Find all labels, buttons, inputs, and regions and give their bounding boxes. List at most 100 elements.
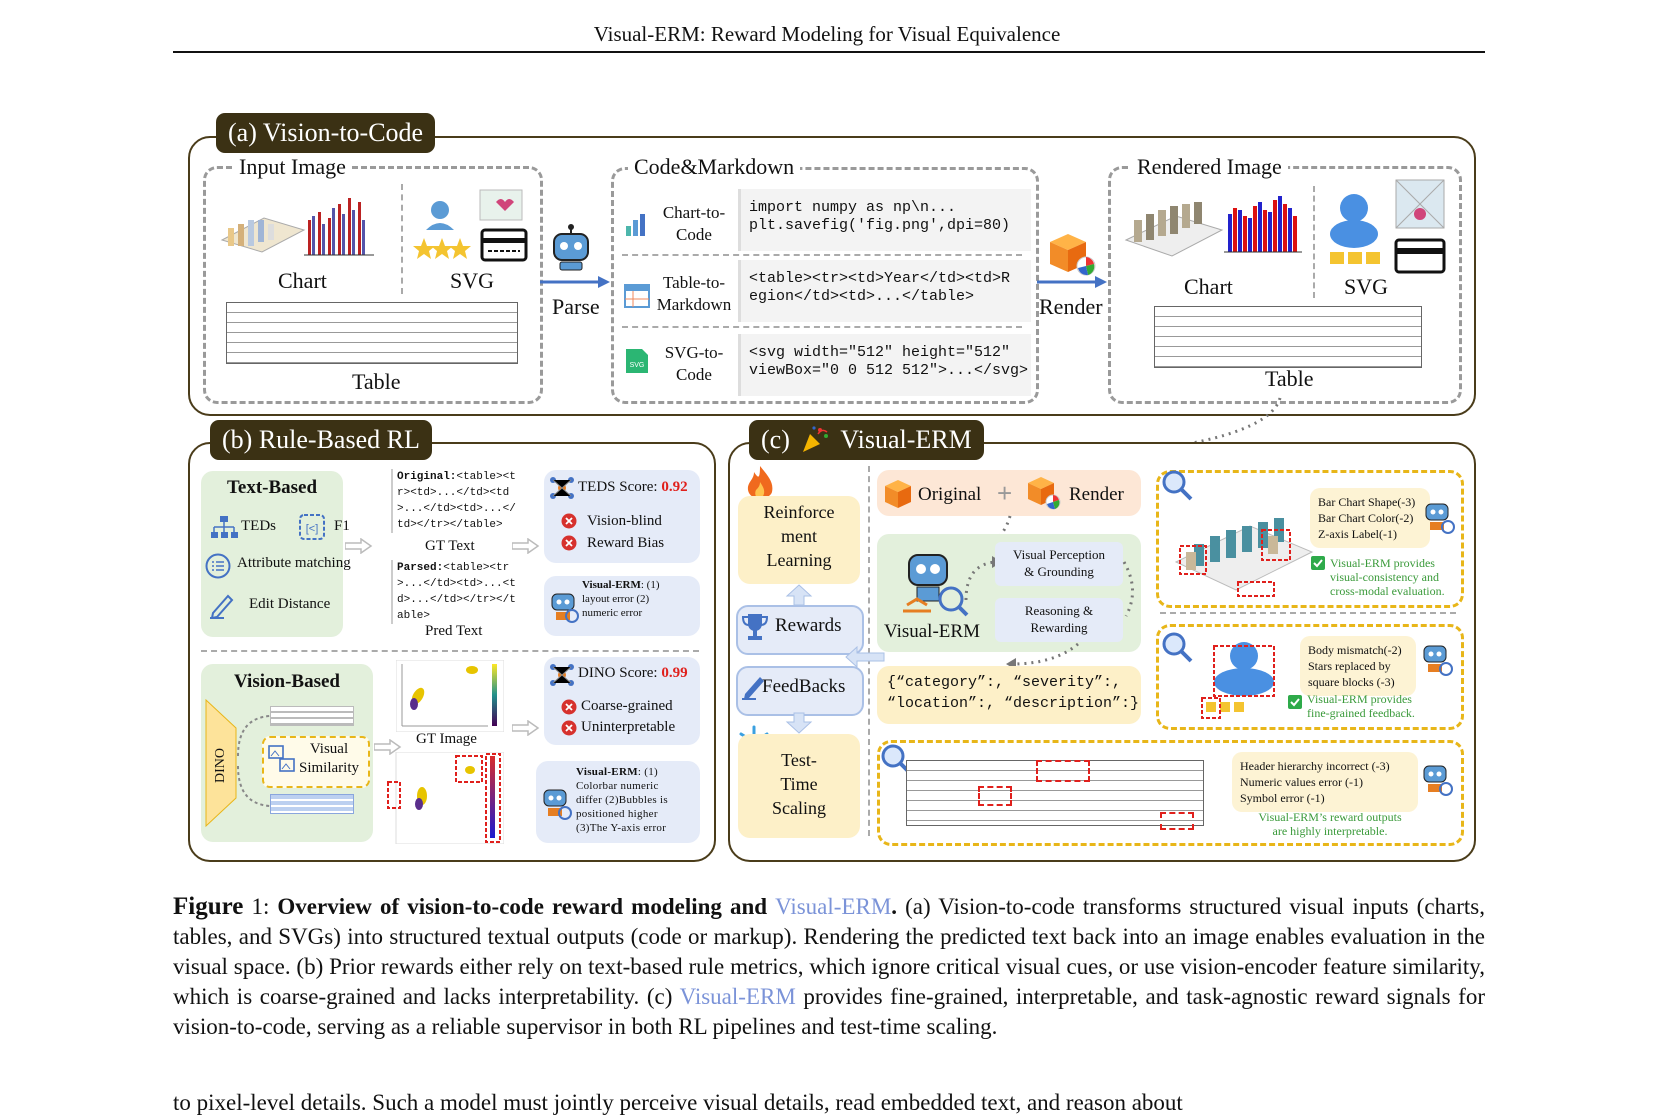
rl-card — [738, 496, 860, 584]
f1-icon: [<] — [299, 514, 325, 540]
running-header: Visual-ERM: Reward Modeling for Visual E… — [593, 22, 1061, 46]
example-chart-errors: Bar Chart Shape(-3) Bar Chart Color(-2) … — [1310, 488, 1430, 548]
figure-1: (a) Vision-to-Code Input Image Chart SVG… — [188, 113, 1476, 862]
example-svg-summary: Visual-ERM provides fine-grained feedbac… — [1307, 692, 1415, 720]
vision-based-title: Vision-Based — [234, 671, 340, 692]
edit-icon — [742, 677, 764, 700]
svg-text:[<]: [<] — [306, 523, 319, 535]
dino-encoder-shape — [205, 698, 237, 828]
caption-bold-lead: Overview of vision-to-code reward modeli… — [277, 894, 776, 919]
error-item: Bar Chart Shape(-3) — [1318, 495, 1416, 509]
caption-text-1: (a) Vision-to-code transforms structured… — [173, 894, 1486, 1009]
feature-bars-bottom — [270, 794, 354, 814]
arrow-up-to-rl — [785, 584, 813, 606]
dino-label: DINO — [213, 748, 228, 783]
party-popper-icon — [803, 426, 829, 452]
erm-robot-icon — [903, 554, 969, 617]
input-table-label: Table — [352, 369, 401, 394]
magnifier-icon — [1162, 632, 1193, 663]
bar-chart-icon — [626, 214, 645, 236]
json-output-card — [877, 666, 1141, 724]
json-output-line-2: “location”:, “description”:} — [887, 695, 1140, 712]
input-chart-thumbnail — [220, 198, 374, 256]
list-icon — [205, 553, 231, 579]
teds-score: TEDS Score: 0.92 — [578, 479, 688, 496]
dino-issue-2: Uninterpretable — [581, 719, 676, 735]
error-item: Numeric values error (-1) — [1240, 775, 1363, 789]
parse-label: Parse — [552, 294, 600, 319]
erm-robot-icon — [1425, 503, 1455, 534]
erm-robot-icon — [551, 593, 579, 623]
error-highlight-box — [1160, 812, 1194, 830]
error-item: Symbol error (-1) — [1240, 791, 1325, 805]
error-item: Body mismatch(-2) — [1308, 643, 1402, 657]
example-chart-thumbnail — [1174, 518, 1314, 597]
feedbacks-label: FeedBacks — [762, 676, 846, 697]
figure-number: 1: — [243, 894, 278, 919]
cube-icon — [885, 480, 911, 508]
example-table-errors: Header hierarchy incorrect (-3) Numeric … — [1232, 752, 1418, 812]
error-item: Z-axis Label(-1) — [1318, 527, 1397, 541]
input-svg-thumbnail — [413, 189, 528, 262]
render-label: Render — [1039, 294, 1103, 319]
magnifier-icon — [1162, 470, 1193, 501]
robot-icon — [553, 224, 589, 271]
chart-to-code-label: Chart-to- Code — [662, 203, 726, 244]
trophy-icon — [741, 614, 769, 640]
visual-erm-link[interactable]: Visual-ERM — [679, 984, 796, 1009]
render-cube-icon — [1028, 477, 1061, 510]
json-output-line-1: {“category”:, “severity”:, — [887, 674, 1122, 691]
input-svg-label: SVG — [450, 268, 495, 293]
render-arrow — [1037, 276, 1107, 288]
input-chart-label: Chart — [278, 268, 327, 293]
visual-erm-link[interactable]: Visual-ERM — [775, 894, 892, 919]
pred-image-plot — [387, 752, 504, 844]
perception-card — [995, 542, 1123, 586]
dino-score: DINO Score: 0.99 — [578, 665, 688, 682]
code-markdown-title: Code&Markdown — [628, 154, 801, 180]
dino-score-value: 0.99 — [661, 665, 688, 681]
erm-vision-key: Visual-ERM — [576, 766, 638, 778]
erm-model-label: Visual-ERM — [884, 621, 980, 642]
x-icon — [561, 513, 577, 529]
panel-c-tag-name: Visual-ERM — [840, 425, 972, 454]
rendered-svg-label: SVG — [1344, 274, 1389, 299]
arrow-to-dino — [512, 720, 540, 736]
code-row-divider — [622, 254, 1022, 256]
perception-to-reasoning-arrow — [1122, 561, 1134, 617]
erm-vision-feedback: Visual-ERM: (1) Colorbar numeric differ … — [576, 765, 700, 835]
dino-score-label: DINO Score: — [578, 665, 662, 681]
example-svg-card — [1156, 624, 1464, 730]
input-image-group — [203, 166, 543, 404]
rl-label: Reinforce ment Learning — [763, 502, 835, 570]
image-compare-icon — [268, 745, 295, 772]
perception-label: Visual Perception & Grounding — [1012, 547, 1105, 579]
parsed-key: Parsed: — [397, 562, 444, 574]
original-label: Original — [918, 484, 982, 505]
erm-text-desc: : (1) layout error (2) numeric error — [582, 579, 660, 619]
svg-to-code-label: SVG-to- Code — [664, 343, 724, 384]
render-cube-icon — [1050, 234, 1096, 276]
teds-issue-1: Vision-blind — [587, 513, 662, 529]
erm-robot-icon — [1423, 645, 1453, 676]
table-icon — [624, 284, 650, 308]
svg-text:SVG: SVG — [630, 362, 645, 369]
rendered-chart-label: Chart — [1184, 274, 1233, 299]
example-table-thumbnail — [906, 760, 1204, 826]
code-markdown-group — [611, 167, 1039, 404]
rendered-table-label: Table — [1265, 366, 1314, 391]
input-table-thumbnail — [226, 302, 518, 364]
example-table-card — [877, 740, 1464, 846]
input-image-title: Input Image — [233, 154, 352, 180]
rendered-divider — [1313, 186, 1315, 298]
rendered-svg-thumbnail — [1330, 179, 1446, 274]
gt-image-label: GT Image — [416, 731, 477, 747]
parse-arrow — [540, 276, 610, 288]
body-text-cutoff: to pixel-level details. Such a model mus… — [173, 1090, 1183, 1115]
error-item: Bar Chart Color(-2) — [1318, 511, 1414, 525]
error-highlight-box — [978, 786, 1012, 806]
network-icon — [550, 664, 574, 686]
tree-icon — [211, 516, 238, 538]
render-header-label: Render — [1069, 484, 1124, 505]
header-rule — [173, 51, 1485, 53]
